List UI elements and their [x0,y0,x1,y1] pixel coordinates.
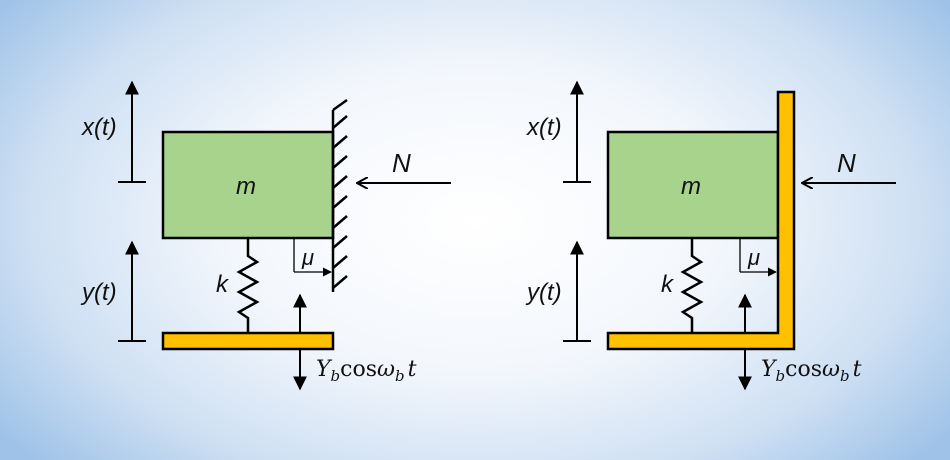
base-displacement-label: y(t) [80,279,117,306]
base-platform [161,331,335,351]
normal-force-arrow: N [802,148,896,183]
base-displacement-indicator: y(t) [525,240,591,342]
friction-label: μ [747,245,760,270]
base-displacement-indicator: y(t) [80,240,146,342]
friction-indicator: μ [293,238,332,277]
l-bracket-base [606,90,796,351]
mass-displacement-label: x(t) [526,114,562,141]
mass-label: m [236,173,256,200]
spring [236,238,260,333]
left-diagram: x(t) y(t) m k μ [80,80,451,391]
spring-label: k [661,271,675,298]
mass-displacement-indicator: x(t) [81,80,146,183]
mass-label: m [681,173,701,200]
friction-indicator: μ [739,238,777,277]
spring-label: k [216,271,230,298]
mass-block [161,130,335,240]
friction-label: μ [301,245,314,270]
spring [680,238,704,333]
base-displacement-label: y(t) [525,279,562,306]
normal-force-label: N [837,148,856,178]
right-diagram: x(t) y(t) m k μ N [525,80,896,391]
normal-force-arrow: N [357,148,451,183]
mass-displacement-label: x(t) [81,114,117,141]
normal-force-label: N [392,148,411,178]
fixed-wall [331,98,348,292]
mass-displacement-indicator: x(t) [526,80,591,183]
